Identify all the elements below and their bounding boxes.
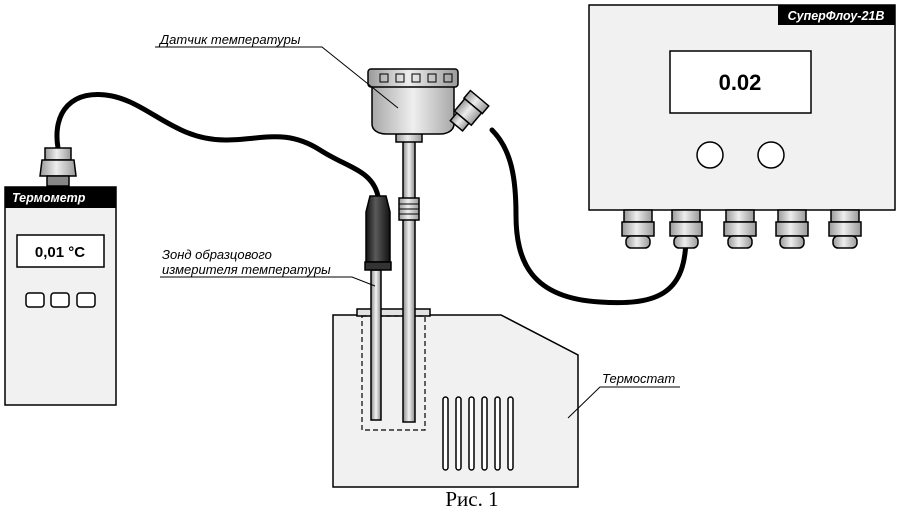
leader-lines [155,46,680,419]
controller-reading: 0.02 [719,70,762,95]
probe-label-line1: Зонд образцового [162,247,272,262]
thermostat-leader [567,386,680,419]
figure-caption: Рис. 1 [445,487,498,511]
probe-label-line2: измерителя температуры [162,262,331,277]
reference-probe [364,195,392,421]
thermostat-vent-slots [442,396,514,471]
controller-display [669,50,812,114]
temperature-sensor [367,68,490,423]
sensor-leader [155,46,399,109]
thermostat [332,308,579,488]
controller-title: СуперФлоу-21В [788,9,885,23]
thermometer-display [16,234,105,268]
controller-button-right[interactable] [757,141,785,169]
immersion-well [361,315,426,431]
thermometer-cable [54,92,381,199]
thermometer-button-1[interactable] [25,292,45,308]
controller-cable-glands [621,209,862,249]
thermometer-button-3[interactable] [76,292,96,308]
thermostat-label: Термостат [602,371,675,386]
sensor-head [371,85,455,135]
thermometer-button-2[interactable] [50,292,70,308]
sensor-cable [489,127,689,306]
probe-leader [160,276,376,287]
thermometer-reading: 0,01 °C [35,244,85,261]
thermostat-lid [356,308,431,317]
thermometer-device: Термометр 0,01 °C [4,147,117,406]
thermometer-title: Термометр [12,191,86,205]
sensor-cable-gland [449,89,490,132]
controller-device: СуперФлоу-21В 0.02 [588,4,896,249]
controller-button-left[interactable] [696,141,724,169]
sensor-label: Датчик температуры [158,32,301,47]
